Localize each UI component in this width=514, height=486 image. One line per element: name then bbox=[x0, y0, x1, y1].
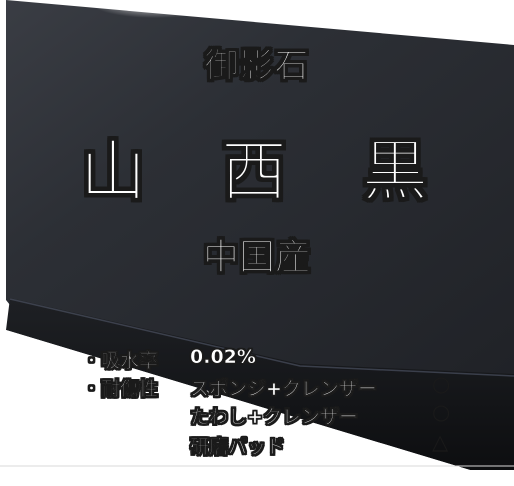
slab-top-surface bbox=[6, 0, 514, 380]
durability-rating: △ bbox=[432, 430, 449, 454]
slab-edge-highlight bbox=[9, 298, 514, 377]
durability-method: たわし+クレンザー bbox=[190, 406, 358, 429]
durability-method: スポンジ+クレンザー bbox=[190, 378, 377, 401]
absorption-value: 0.02% bbox=[190, 346, 256, 369]
durability-rating: ○ bbox=[432, 400, 451, 424]
background-area bbox=[0, 300, 514, 486]
slab-front-edge bbox=[6, 298, 514, 470]
stone-category: 御影石 bbox=[204, 46, 310, 87]
light-reflection bbox=[90, 0, 220, 18]
absorption-label: ・吸水率 bbox=[82, 350, 159, 373]
durability-label: ・耐傷性 bbox=[82, 378, 159, 401]
stone-origin: 中国産 bbox=[202, 237, 311, 279]
stone-name-title: 山 西 黒 bbox=[80, 133, 454, 211]
durability-rating: ○ bbox=[432, 372, 451, 396]
durability-method: 研磨パッド bbox=[190, 436, 286, 459]
